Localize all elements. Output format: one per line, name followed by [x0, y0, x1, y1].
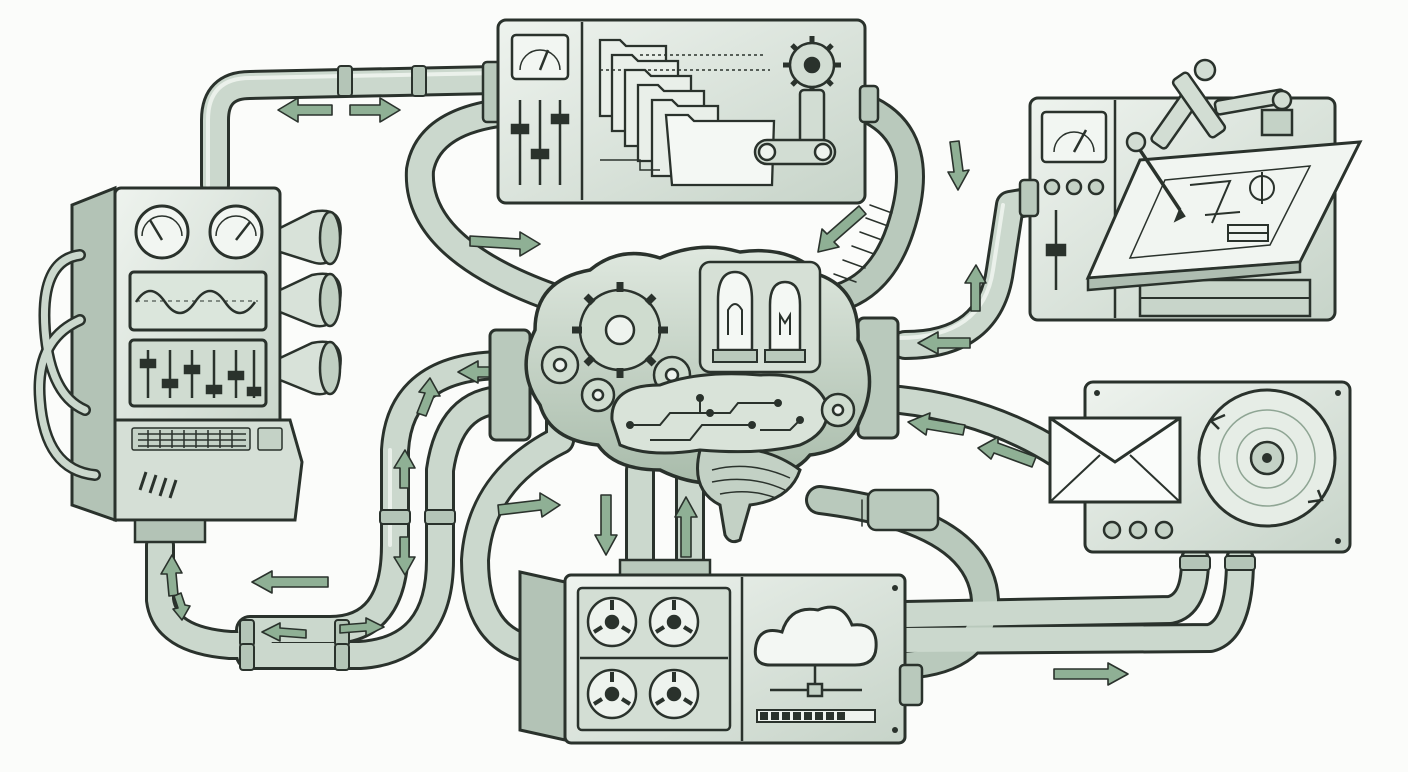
gauge-icon: [134, 204, 190, 260]
progress-bar-icon: [756, 709, 876, 723]
flow-arrows: [160, 97, 1129, 686]
arrow-left: [977, 436, 1037, 468]
arrow-up: [393, 449, 416, 489]
gauge-icon: [510, 33, 570, 81]
file-processor-module: [481, 18, 880, 205]
arrow-left: [277, 97, 333, 123]
disc-icon: [1197, 388, 1337, 528]
mail-disc-module: [1048, 380, 1352, 554]
vacuum-tube-icon: [698, 260, 822, 374]
arrow-left: [261, 622, 307, 642]
arrow-right: [497, 492, 561, 518]
conveyor-icon: [753, 88, 837, 166]
arrow-right: [469, 231, 541, 257]
circuit-icon: [626, 394, 804, 441]
arrow-down: [172, 592, 191, 621]
arrow-down: [393, 536, 416, 576]
gear-icon: [820, 392, 856, 428]
pipe-coupling-large: [866, 488, 940, 532]
blueprint-icon: [1128, 165, 1312, 259]
arrow-left: [917, 331, 971, 355]
arrow-left: [907, 412, 966, 436]
slider-panel-icon: [510, 100, 570, 185]
gear-icon: [572, 282, 668, 378]
arrow-right: [349, 97, 401, 123]
arrow-right: [1053, 662, 1129, 686]
tape-reel-icon: [586, 596, 700, 720]
network-icon: [770, 665, 862, 698]
drafting-table-module: [1018, 58, 1363, 322]
arrow-down-left: [817, 205, 867, 253]
button-row-icon: [1102, 520, 1174, 540]
arrow-down: [947, 140, 970, 191]
envelope-icon: [1048, 416, 1182, 504]
keyboard-icon: [131, 427, 283, 451]
folders-icon: [598, 38, 776, 187]
cloud-icon: [753, 605, 878, 667]
gear-icon: [783, 36, 841, 94]
slider-icon: [1045, 210, 1067, 290]
arrow-left: [251, 570, 329, 594]
storage-cloud-module: [518, 558, 924, 745]
gauge-icon: [208, 204, 264, 260]
waveform-screen-icon: [128, 270, 268, 332]
arrow-down: [594, 494, 618, 556]
slider-panel-icon: [128, 338, 268, 408]
gear-icon: [540, 345, 692, 413]
arrow-up: [416, 377, 441, 417]
gauge-icon: [1040, 110, 1108, 164]
pipe-couplings: [239, 65, 1256, 671]
speaker-horn-icon: [278, 209, 342, 396]
audio-console-module: [33, 185, 342, 544]
arrow-right: [339, 617, 385, 637]
arrow-up: [964, 264, 987, 312]
arrow-up: [674, 496, 698, 558]
robotic-arm-icon: [1125, 58, 1294, 223]
brain-module: [488, 245, 900, 544]
button-row-icon: [1043, 178, 1105, 196]
